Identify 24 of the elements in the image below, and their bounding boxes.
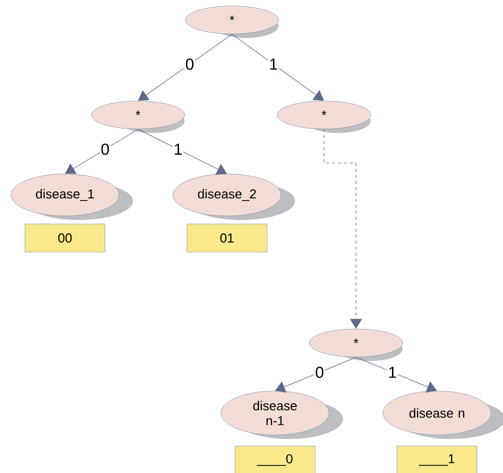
edge-label: 1 <box>268 58 279 71</box>
arrow <box>65 128 138 174</box>
edge-label: 0 <box>184 58 196 71</box>
arrow <box>275 356 356 393</box>
code-box: ____1 <box>396 446 478 473</box>
code-box: ____0 <box>234 446 316 473</box>
ellipse-node: * <box>309 328 403 361</box>
ellipse-node: * <box>277 100 371 133</box>
ellipse-node: * <box>91 100 185 133</box>
edge-label: 0 <box>100 142 111 156</box>
arrow <box>232 34 324 101</box>
code-box: 00 <box>24 224 106 252</box>
ellipse-node: disease n <box>382 390 503 439</box>
edge-label: 1 <box>172 142 184 156</box>
code-box: 01 <box>186 224 268 252</box>
edge-label: 0 <box>314 366 325 379</box>
ellipse-node: disease n-1 <box>220 390 343 439</box>
ellipse-node: disease_2 <box>172 174 295 220</box>
ellipse-node: * <box>185 6 279 38</box>
arrow <box>324 128 362 329</box>
arrow <box>138 128 227 175</box>
ellipse-node: disease_1 <box>10 174 133 220</box>
arrow <box>138 34 232 101</box>
edge-label: 1 <box>387 366 398 379</box>
